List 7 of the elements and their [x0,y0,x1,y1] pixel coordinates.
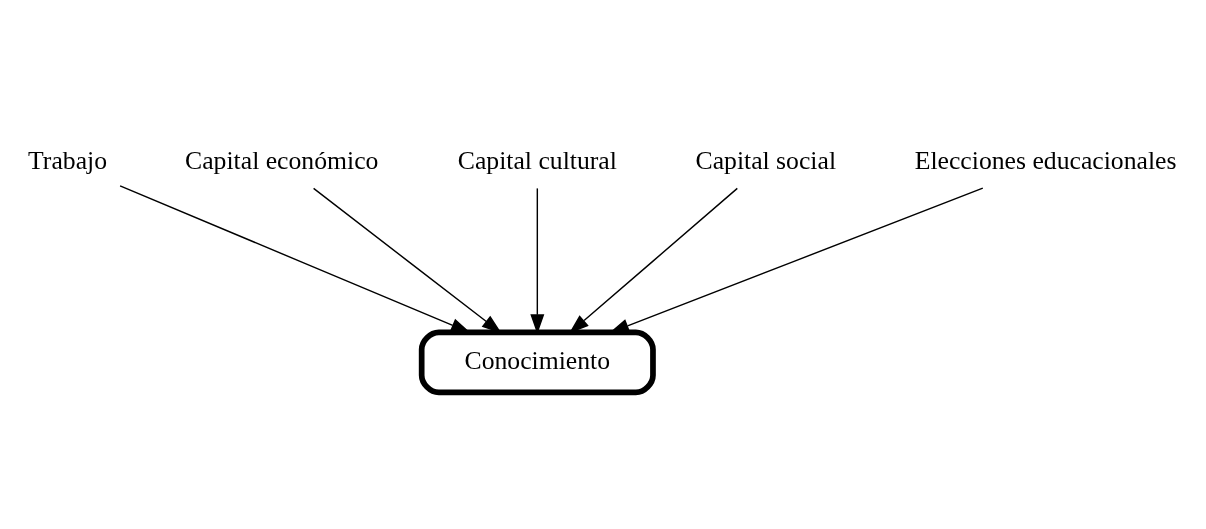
node-text: Capital social [695,145,837,175]
node-text: Capital económico [185,145,379,175]
node-text: Capital cultural [457,145,617,175]
node-box: Conocimiento [418,329,656,396]
arrow [119,185,471,333]
node-text: Elecciones educacionales [914,145,1177,175]
node-text: Trabajo [28,145,108,175]
